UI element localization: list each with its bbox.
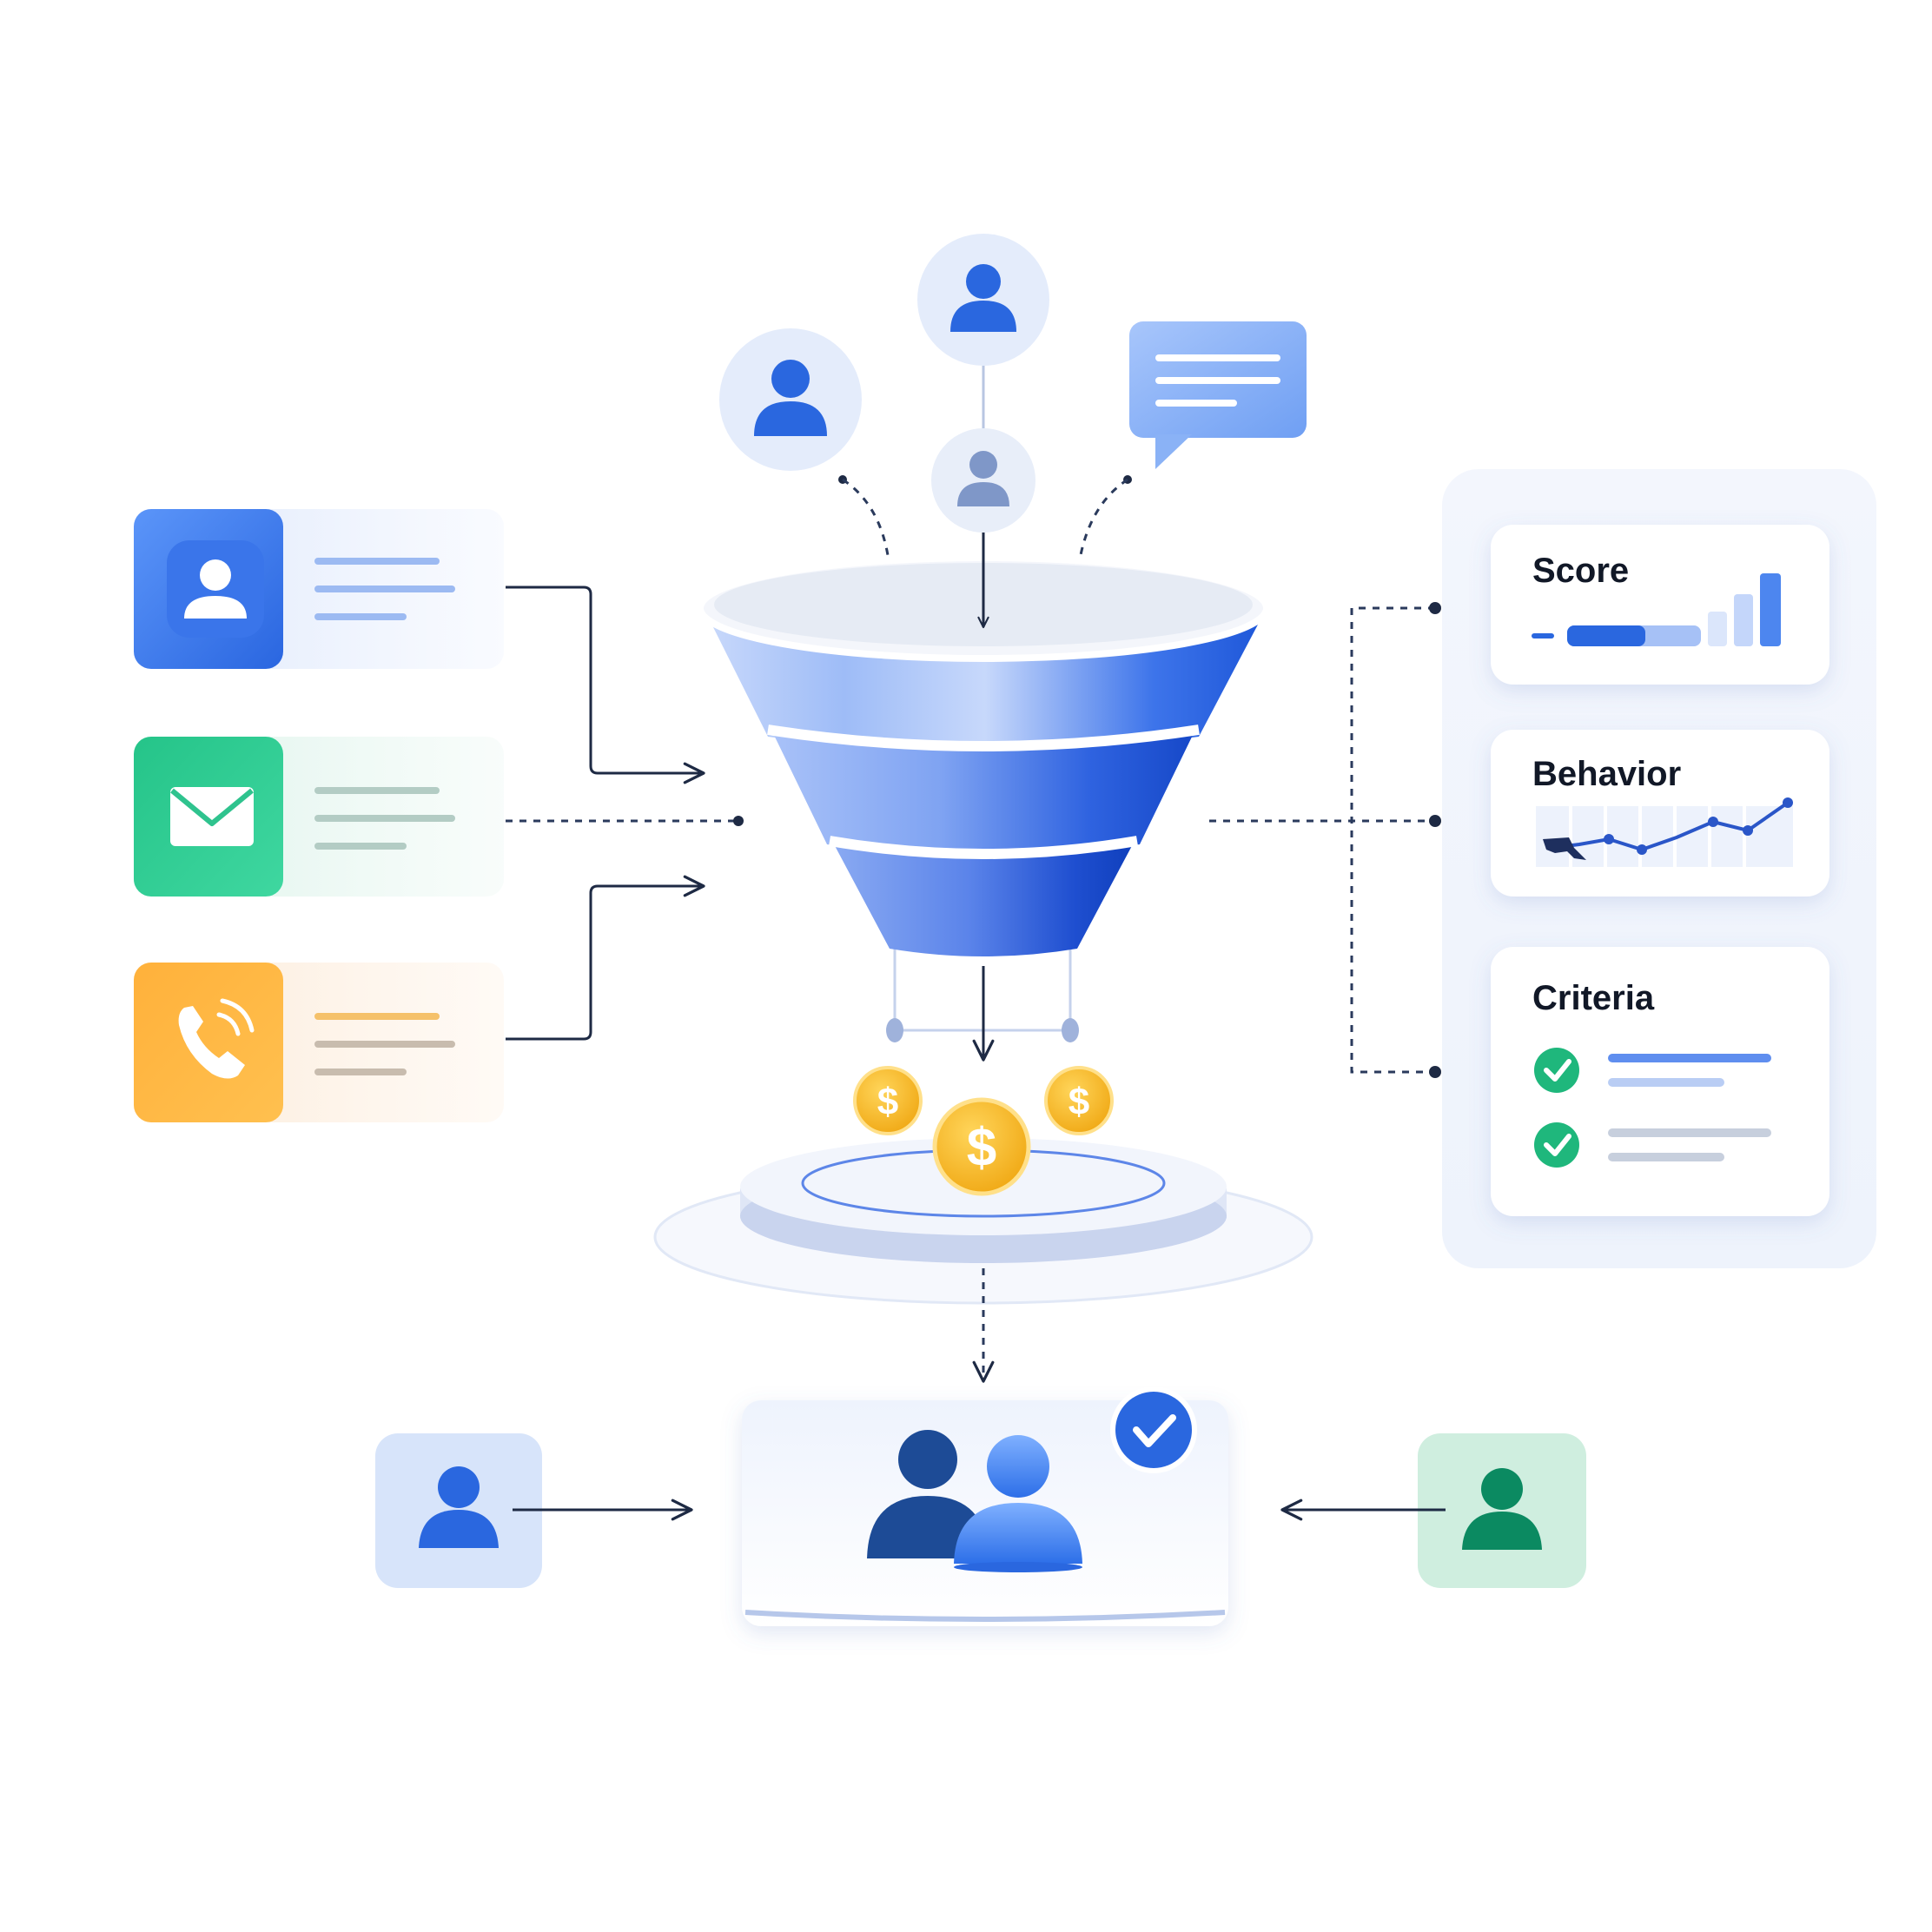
check-badge-icon: [1110, 1386, 1197, 1473]
dollar-coin-icon: $: [853, 1066, 923, 1135]
dollar-coins: $ $ $: [853, 1066, 1114, 1196]
source-card-contact: [134, 509, 504, 669]
user-group-icon: [867, 1430, 1082, 1572]
behavior-chart-icon: [1536, 797, 1793, 867]
check-circle-icon: [1534, 1048, 1579, 1093]
qualified-leads-card: [742, 1386, 1228, 1626]
phone-icon: [178, 998, 255, 1079]
incoming-lead-right: [1280, 1433, 1586, 1588]
qualification-panel: Score Behavior: [1442, 469, 1876, 1268]
lead-funnel: [697, 533, 1270, 1062]
contact-card-icon: [167, 540, 264, 638]
user-icon: [931, 428, 1035, 533]
score-bar-icon: [1532, 573, 1781, 646]
qualification-connectors: [1209, 602, 1441, 1078]
user-icon: [1462, 1468, 1542, 1550]
user-icon: [917, 234, 1049, 366]
user-icon: [719, 328, 862, 471]
svg-text:$: $: [877, 1081, 898, 1123]
svg-text:$: $: [1069, 1081, 1089, 1123]
source-connectors: [506, 586, 744, 1041]
incoming-lead-left: [375, 1433, 693, 1588]
dollar-coin-icon: $: [1044, 1066, 1114, 1135]
svg-text:$: $: [967, 1118, 996, 1178]
source-card-phone: [134, 963, 504, 1122]
score-title: Score: [1532, 552, 1629, 590]
source-card-email: [134, 737, 504, 897]
behavior-title: Behavior: [1532, 755, 1681, 793]
criteria-title: Criteria: [1532, 979, 1655, 1017]
chat-bubble-icon: [1129, 321, 1307, 469]
dollar-coin-icon: $: [932, 1097, 1031, 1196]
user-icon: [419, 1466, 499, 1548]
email-icon: [170, 787, 254, 846]
revenue-platform: [653, 1138, 1313, 1305]
check-circle-icon: [1534, 1122, 1579, 1168]
